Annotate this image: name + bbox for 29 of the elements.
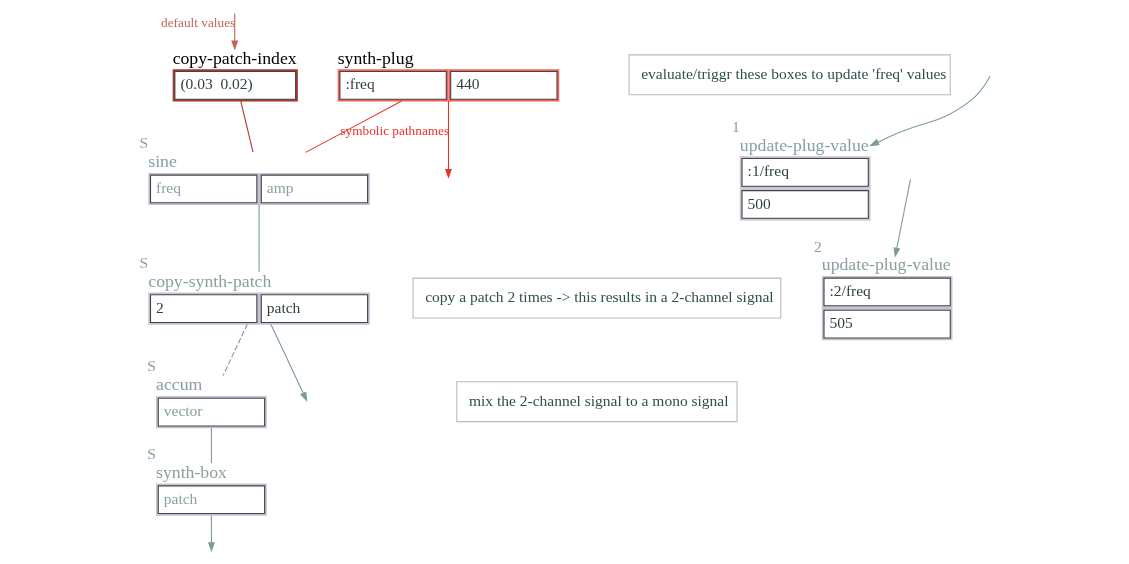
node-label: 2 <box>813 237 822 255</box>
node-label: sine <box>147 151 177 172</box>
arrow <box>892 179 911 258</box>
node-label: update-plug-value <box>821 254 951 275</box>
node-label: copy-patch-index <box>172 47 297 68</box>
node-label: synth-plug <box>337 47 414 68</box>
node-label: 1 <box>731 118 740 136</box>
arrow <box>444 100 452 179</box>
arrow <box>269 323 307 402</box>
node-label: update-plug-value <box>739 134 869 155</box>
arrow <box>868 75 991 147</box>
connector <box>210 427 212 464</box>
node-label: synth-box <box>155 461 227 482</box>
node-box: copy a patch 2 times -> this results in a 2-channel signal <box>412 277 781 319</box>
node-label: S <box>139 134 148 152</box>
connector <box>304 100 402 153</box>
node-box: evaluate/triggr these boxes to update 'freq' values <box>628 54 951 96</box>
node-label: S <box>146 357 156 375</box>
edge-label: symbolic pathnames <box>339 123 449 139</box>
connector <box>258 204 260 273</box>
connector <box>239 100 254 153</box>
node-box: mix the 2-channel signal to a mono signal <box>455 381 738 423</box>
arrow <box>207 514 215 553</box>
node-label: copy-synth-patch <box>147 270 271 291</box>
node-label: S <box>139 253 148 271</box>
node-label: accum <box>155 374 202 395</box>
connector <box>222 323 248 376</box>
arrow <box>230 13 238 51</box>
node-label: S <box>146 444 156 462</box>
